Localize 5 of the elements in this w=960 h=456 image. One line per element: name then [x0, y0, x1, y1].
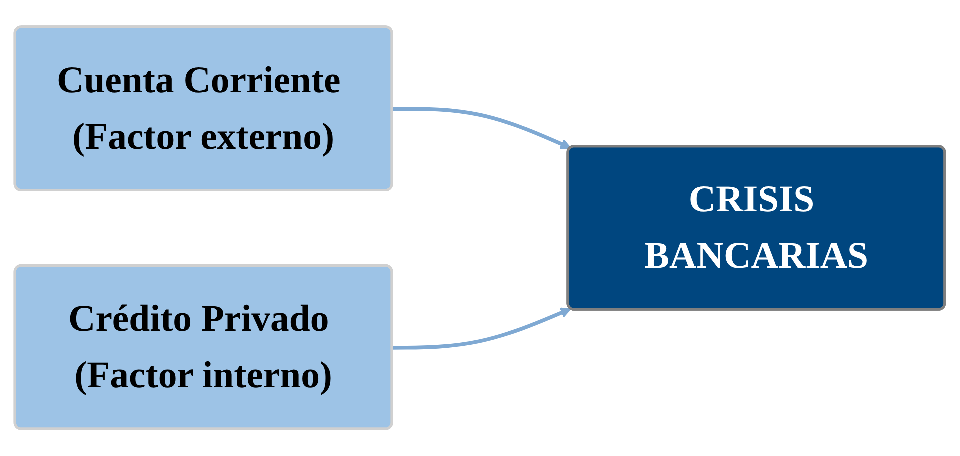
factor-box: Crédito Privado (Factor interno): [14, 264, 394, 430]
factor-box: Cuenta Corriente (Factor externo): [14, 26, 394, 192]
arrow: [392, 107, 572, 150]
arrow: [392, 308, 572, 350]
result-box: CRISIS BANCARIAS: [566, 145, 946, 311]
